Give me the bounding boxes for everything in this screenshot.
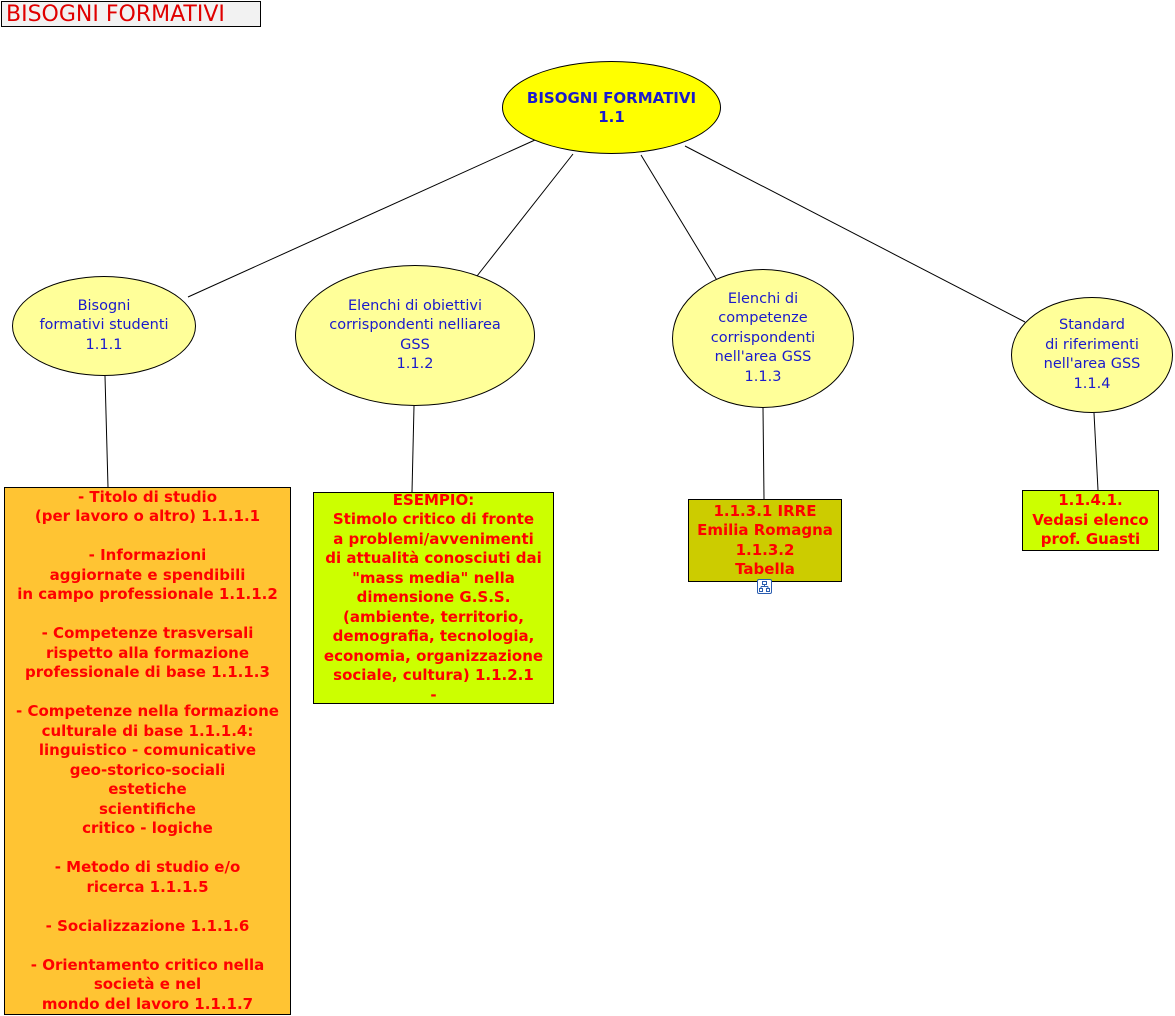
concept-bisogni-studenti[interactable]: Bisogni formativi studenti 1.1.1: [12, 276, 196, 376]
detail-esempio[interactable]: ESEMPIO: Stimolo critico di fronte a pro…: [313, 491, 554, 704]
detail-irre-tabella[interactable]: 1.1.3.1 IRRE Emilia Romagna 1.1.3.2 Tabe…: [688, 499, 842, 582]
link-c3-d3: [762, 407, 765, 500]
link-root-c3: [640, 154, 719, 283]
detail-vedasi-elenco[interactable]: 1.1.4.1. Vedasi elenco prof. Guasti: [1022, 490, 1159, 551]
link-root-c2: [476, 153, 574, 277]
link-c1-d1: [104, 375, 109, 488]
link-root-c4: [684, 145, 1026, 323]
link-c2-d2: [411, 405, 415, 493]
link-c4-d4: [1093, 412, 1099, 491]
link-root-c1: [187, 139, 536, 298]
map-title: BISOGNI FORMATIVI: [1, 1, 261, 27]
concept-elenchi-competenze[interactable]: Elenchi di competenze corrispondenti nel…: [672, 269, 854, 408]
concept-standard-riferimenti[interactable]: Standard di riferimenti nell'area GSS 1.…: [1011, 297, 1173, 413]
concept-map-link-icon[interactable]: [757, 579, 772, 594]
concept-root[interactable]: BISOGNI FORMATIVI 1.1: [502, 61, 721, 154]
concept-elenchi-obiettivi[interactable]: Elenchi di obiettivi corrispondenti nell…: [295, 265, 535, 406]
detail-bisogni-studenti[interactable]: - Titolo di studio (per lavoro o altro) …: [4, 487, 291, 1015]
